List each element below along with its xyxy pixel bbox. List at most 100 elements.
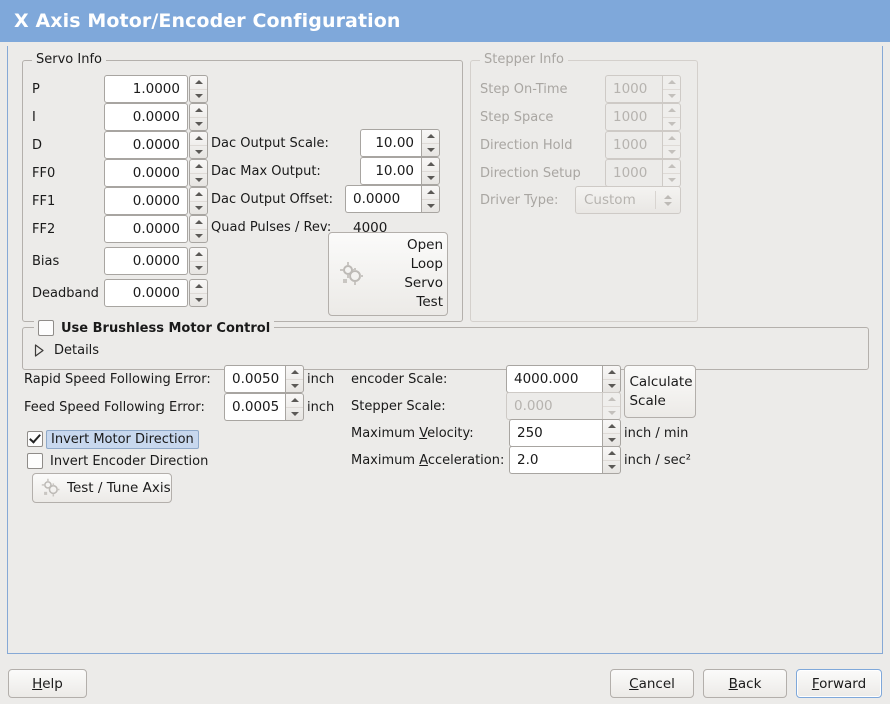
dac-max-output-spinner[interactable]: 10.00 bbox=[360, 157, 440, 185]
servo-deadband-input[interactable]: 0.0000 bbox=[104, 279, 188, 307]
dac-output-offset-spinner[interactable]: 0.0000 bbox=[345, 185, 440, 213]
servo-d-increment[interactable] bbox=[190, 132, 207, 146]
max-acceleration-spinner[interactable]: 2.0 bbox=[509, 446, 621, 474]
invert-encoder-direction-row[interactable]: Invert Encoder Direction bbox=[27, 453, 208, 469]
servo-p-stepper-buttons[interactable] bbox=[189, 75, 208, 103]
max-velocity-input[interactable]: 250 bbox=[509, 419, 602, 447]
cancel-button[interactable]: Cancel bbox=[610, 669, 694, 698]
dac-max-output-increment[interactable] bbox=[422, 158, 439, 172]
details-expander[interactable]: Details bbox=[34, 343, 99, 358]
back-button[interactable]: Back bbox=[703, 669, 787, 698]
encoder-scale-spinner[interactable]: 4000.000 bbox=[506, 365, 621, 393]
servo-d-spinner[interactable]: 0.0000 bbox=[104, 131, 208, 159]
servo-p-input[interactable]: 1.0000 bbox=[104, 75, 188, 103]
servo-ff0-decrement[interactable] bbox=[190, 174, 207, 187]
servo-ff0-spinner[interactable]: 0.0000 bbox=[104, 159, 208, 187]
dac-max-output-stepper-buttons[interactable] bbox=[421, 157, 440, 185]
servo-ff0-increment[interactable] bbox=[190, 160, 207, 174]
step-space-decrement bbox=[663, 118, 680, 131]
servo-i-spinner[interactable]: 0.0000 bbox=[104, 103, 208, 131]
servo-ff2-stepper-buttons[interactable] bbox=[189, 215, 208, 243]
max-acceleration-input[interactable]: 2.0 bbox=[509, 446, 602, 474]
servo-i-input[interactable]: 0.0000 bbox=[104, 103, 188, 131]
servo-deadband-stepper-buttons[interactable] bbox=[189, 279, 208, 307]
dac-output-offset-decrement[interactable] bbox=[422, 200, 439, 213]
servo-bias-input[interactable]: 0.0000 bbox=[104, 247, 188, 275]
servo-i-decrement[interactable] bbox=[190, 118, 207, 131]
feed-following-error-stepper-buttons[interactable] bbox=[285, 393, 304, 421]
encoder-scale-increment[interactable] bbox=[603, 366, 620, 380]
invert-motor-direction-checkbox[interactable] bbox=[27, 431, 43, 447]
servo-ff2-decrement[interactable] bbox=[190, 230, 207, 243]
feed-following-error-decrement[interactable] bbox=[286, 408, 303, 421]
servo-ff2-spinner[interactable]: 0.0000 bbox=[104, 215, 208, 243]
dac-output-offset-stepper-buttons[interactable] bbox=[421, 185, 440, 213]
max-velocity-decrement[interactable] bbox=[603, 434, 620, 447]
max-acceleration-stepper-buttons[interactable] bbox=[602, 446, 621, 474]
servo-deadband-spinner[interactable]: 0.0000 bbox=[104, 279, 208, 307]
invert-encoder-direction-checkbox[interactable] bbox=[27, 453, 43, 469]
use-brushless-motor-control-row[interactable]: Use Brushless Motor Control bbox=[34, 320, 275, 336]
feed-following-error-increment[interactable] bbox=[286, 394, 303, 408]
rapid-following-error-increment[interactable] bbox=[286, 366, 303, 380]
dac-output-scale-stepper-buttons[interactable] bbox=[421, 129, 440, 157]
servo-ff1-decrement[interactable] bbox=[190, 202, 207, 215]
invert-motor-direction-row[interactable]: Invert Motor Direction bbox=[27, 429, 199, 449]
servo-ff1-spinner[interactable]: 0.0000 bbox=[104, 187, 208, 215]
max-acceleration-increment[interactable] bbox=[603, 447, 620, 461]
servo-p-decrement[interactable] bbox=[190, 90, 207, 103]
max-velocity-increment[interactable] bbox=[603, 420, 620, 434]
rapid-following-error-input[interactable]: 0.0050 bbox=[224, 365, 285, 393]
servo-deadband-increment[interactable] bbox=[190, 280, 207, 294]
servo-i-stepper-buttons[interactable] bbox=[189, 103, 208, 131]
dac-output-offset-increment[interactable] bbox=[422, 186, 439, 200]
calculate-scale-button[interactable]: Calculate Scale bbox=[624, 365, 696, 418]
dac-output-scale-decrement[interactable] bbox=[422, 144, 439, 157]
max-acceleration-decrement[interactable] bbox=[603, 461, 620, 474]
servo-d-stepper-buttons[interactable] bbox=[189, 131, 208, 159]
servo-label-deadband: Deadband bbox=[32, 286, 99, 301]
feed-following-error-spinner[interactable]: 0.0005 bbox=[224, 393, 304, 421]
servo-ff1-input[interactable]: 0.0000 bbox=[104, 187, 188, 215]
dac-output-scale-increment[interactable] bbox=[422, 130, 439, 144]
max-velocity-stepper-buttons[interactable] bbox=[602, 419, 621, 447]
servo-bias-stepper-buttons[interactable] bbox=[189, 247, 208, 275]
rapid-following-error-decrement[interactable] bbox=[286, 380, 303, 393]
servo-deadband-decrement[interactable] bbox=[190, 294, 207, 307]
dac-max-output-input[interactable]: 10.00 bbox=[360, 157, 421, 185]
servo-ff0-input[interactable]: 0.0000 bbox=[104, 159, 188, 187]
servo-label-p: P bbox=[32, 82, 40, 97]
servo-i-increment[interactable] bbox=[190, 104, 207, 118]
forward-button[interactable]: Forward bbox=[796, 669, 882, 698]
servo-p-spinner[interactable]: 1.0000 bbox=[104, 75, 208, 103]
open-loop-servo-test-button[interactable]: Open Loop Servo Test bbox=[328, 232, 448, 316]
max-velocity-label: Maximum Velocity: bbox=[351, 426, 474, 441]
dac-output-scale-input[interactable]: 10.00 bbox=[360, 129, 421, 157]
servo-ff1-stepper-buttons[interactable] bbox=[189, 187, 208, 215]
step-space-stepper-buttons bbox=[662, 103, 681, 131]
direction-hold-label: Direction Hold bbox=[480, 138, 573, 153]
help-button[interactable]: Help bbox=[8, 669, 87, 698]
dac-output-scale-spinner[interactable]: 10.00 bbox=[360, 129, 440, 157]
use-brushless-checkbox[interactable] bbox=[38, 320, 54, 336]
servo-ff1-increment[interactable] bbox=[190, 188, 207, 202]
max-velocity-spinner[interactable]: 250 bbox=[509, 419, 621, 447]
encoder-scale-stepper-buttons[interactable] bbox=[602, 365, 621, 393]
servo-bias-spinner[interactable]: 0.0000 bbox=[104, 247, 208, 275]
servo-p-increment[interactable] bbox=[190, 76, 207, 90]
encoder-scale-input[interactable]: 4000.000 bbox=[506, 365, 602, 393]
dac-output-offset-input[interactable]: 0.0000 bbox=[345, 185, 421, 213]
feed-following-error-input[interactable]: 0.0005 bbox=[224, 393, 285, 421]
test-tune-axis-button[interactable]: Test / Tune Axis bbox=[32, 473, 172, 503]
encoder-scale-decrement[interactable] bbox=[603, 380, 620, 393]
servo-d-input[interactable]: 0.0000 bbox=[104, 131, 188, 159]
servo-ff2-increment[interactable] bbox=[190, 216, 207, 230]
servo-ff0-stepper-buttons[interactable] bbox=[189, 159, 208, 187]
servo-ff2-input[interactable]: 0.0000 bbox=[104, 215, 188, 243]
servo-bias-decrement[interactable] bbox=[190, 262, 207, 275]
dac-max-output-decrement[interactable] bbox=[422, 172, 439, 185]
servo-d-decrement[interactable] bbox=[190, 146, 207, 159]
rapid-following-error-stepper-buttons[interactable] bbox=[285, 365, 304, 393]
rapid-following-error-spinner[interactable]: 0.0050 bbox=[224, 365, 304, 393]
servo-bias-increment[interactable] bbox=[190, 248, 207, 262]
